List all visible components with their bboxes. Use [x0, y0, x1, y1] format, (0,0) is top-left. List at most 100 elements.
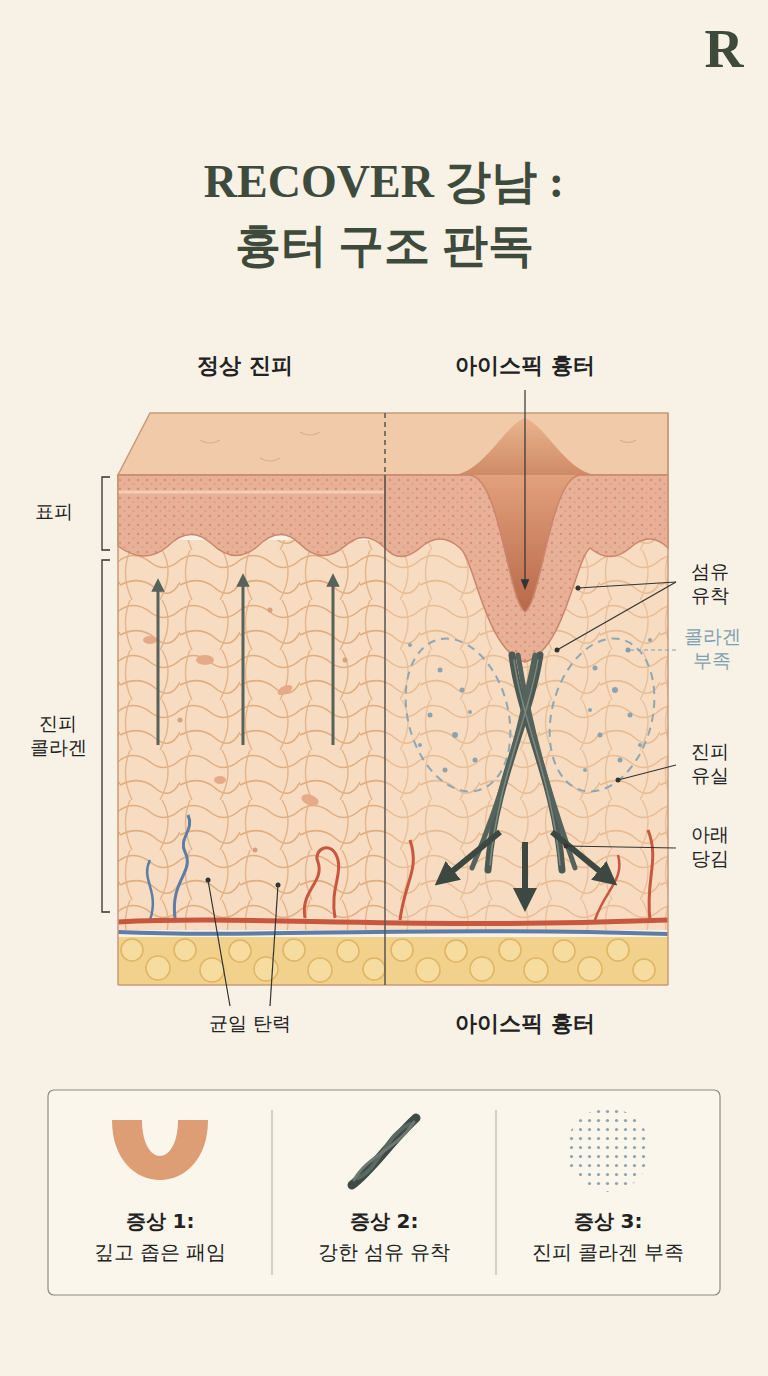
symptom-text: 깊고 좁은 패임	[53, 1236, 267, 1268]
skin-top-face	[118, 413, 668, 475]
collagen-loss-zones-part-part	[452, 732, 458, 738]
leader-dots	[206, 586, 631, 888]
fat-layer-part-part	[121, 939, 143, 961]
block-outline	[118, 413, 668, 985]
collagen-loss-zones-part-part	[638, 743, 642, 747]
dermis-part	[276, 683, 294, 697]
leader-lines-part	[578, 582, 676, 588]
blood-vessels-part	[147, 860, 153, 920]
collagen-loss-zones-part-part	[583, 768, 587, 772]
fat-layer-part-part	[174, 939, 196, 961]
leader-dots-part	[564, 844, 569, 849]
brackets	[102, 477, 110, 912]
symptom-cell: 증상 1:깊고 좁은 패임	[53, 1206, 267, 1268]
collagen-loss-zones-part	[534, 627, 671, 804]
symptom-number: 증상 2:	[277, 1206, 491, 1236]
divider-part	[384, 475, 386, 985]
symptom-panel-part	[566, 1108, 650, 1192]
pull-arrows-part	[444, 832, 500, 878]
collagen-loss-zones-part-part	[612, 687, 618, 693]
fat-layer-part-part	[391, 939, 413, 961]
callout-label: 섬유 유착	[680, 560, 740, 608]
collagen-loss-zones-part-part	[418, 743, 422, 747]
panel-heading: 정상 진피	[165, 352, 325, 380]
blood-vessels-part	[648, 830, 653, 920]
collagen-loss-zones-part-part	[428, 713, 433, 718]
brackets-part	[102, 477, 110, 550]
leader-dots-part	[616, 778, 621, 783]
epidermis-part	[118, 491, 385, 494]
skin-top-face-part	[200, 432, 636, 461]
block-outline-part	[667, 413, 669, 985]
leader-dots-part	[626, 648, 631, 653]
collagen-loss-zones-part-part	[460, 688, 465, 693]
fat-layer-part-part	[607, 939, 629, 961]
collagen-loss-zones-part-part	[408, 643, 412, 647]
fat-layer-part-part	[499, 939, 521, 961]
skin-top-face-part	[118, 413, 668, 475]
fat-layer-part-part	[416, 958, 440, 982]
dermis-part	[300, 792, 320, 808]
leader-lines-part	[618, 765, 676, 780]
epidermis-part	[118, 475, 385, 556]
symptom-panel-part	[272, 1110, 273, 1275]
fat-layer-part-part	[283, 939, 305, 961]
fat-layer-part-part	[578, 957, 602, 981]
leader-lines-part	[566, 846, 676, 848]
dermis-part	[268, 608, 273, 613]
leader-lines-part	[557, 582, 676, 650]
collagen-loss-zones-part-part	[593, 666, 598, 671]
pull-arrows-part	[522, 842, 528, 900]
fat-layer-part-part	[254, 957, 278, 981]
symptom-number: 증상 1:	[53, 1206, 267, 1236]
leader-dots-part	[276, 883, 281, 888]
callout-label: 콜라겐 부족	[679, 625, 745, 673]
blood-vessels	[118, 815, 668, 934]
blood-vessels-part	[118, 920, 668, 924]
blood-vessels-part	[304, 848, 338, 918]
logo-letter: R	[692, 20, 756, 79]
fat-layer-part	[121, 939, 655, 982]
dermis-part	[178, 718, 183, 723]
fat-layer-part-part	[524, 958, 548, 982]
collagen-loss-zones-part-part	[628, 713, 633, 718]
dermis	[118, 540, 668, 930]
collagen-loss-zones-part-part	[598, 733, 603, 738]
collagen-loss-zones-part-part	[443, 768, 448, 773]
dermis-part	[214, 776, 226, 784]
title-text: RECOVER 강남 : 흉터 구조 판독	[164, 150, 604, 278]
fat-layer-part-part	[308, 958, 332, 982]
block-outline-part	[118, 984, 668, 986]
collagen-loss-zones-part-part	[468, 710, 472, 714]
divider	[384, 413, 386, 985]
dermis-part	[343, 658, 348, 663]
fat-layer-part-part	[229, 940, 251, 962]
callout-label: 진피 유실	[680, 740, 740, 788]
leader-lines-part	[208, 880, 230, 1006]
dermis-part	[196, 655, 214, 665]
symptom-text: 강한 섬유 유착	[277, 1236, 491, 1268]
collagen-loss-zones-part-part	[588, 708, 592, 712]
callout-label: 균일 탄력	[180, 1012, 320, 1036]
elastic-arrows-part	[157, 585, 160, 745]
layer-label: 진피 콜라겐	[22, 712, 94, 760]
symptom-number: 증상 3:	[501, 1206, 715, 1236]
brackets-part	[102, 560, 110, 912]
blood-vessels-part	[174, 815, 189, 918]
fat-layer-part-part	[633, 959, 655, 981]
symptom-panel-part-part	[354, 1122, 414, 1180]
symptom-text: 진피 콜라겐 부족	[501, 1236, 715, 1268]
dermis-part	[143, 636, 157, 644]
fat-layer-part-part	[337, 940, 359, 962]
collagen-loss-zones-part-part	[473, 758, 478, 763]
leader-dots-part	[555, 648, 560, 653]
elastic-arrows-part	[332, 580, 335, 745]
fat-layer	[118, 937, 668, 985]
symptom-panel-part	[112, 1120, 208, 1180]
epidermis-part	[385, 475, 668, 662]
blood-vessels-part	[118, 931, 668, 934]
block-outline-part	[117, 475, 119, 985]
dermis-part	[118, 540, 385, 930]
panel-heading: 아이스픽 흉터	[420, 352, 630, 380]
